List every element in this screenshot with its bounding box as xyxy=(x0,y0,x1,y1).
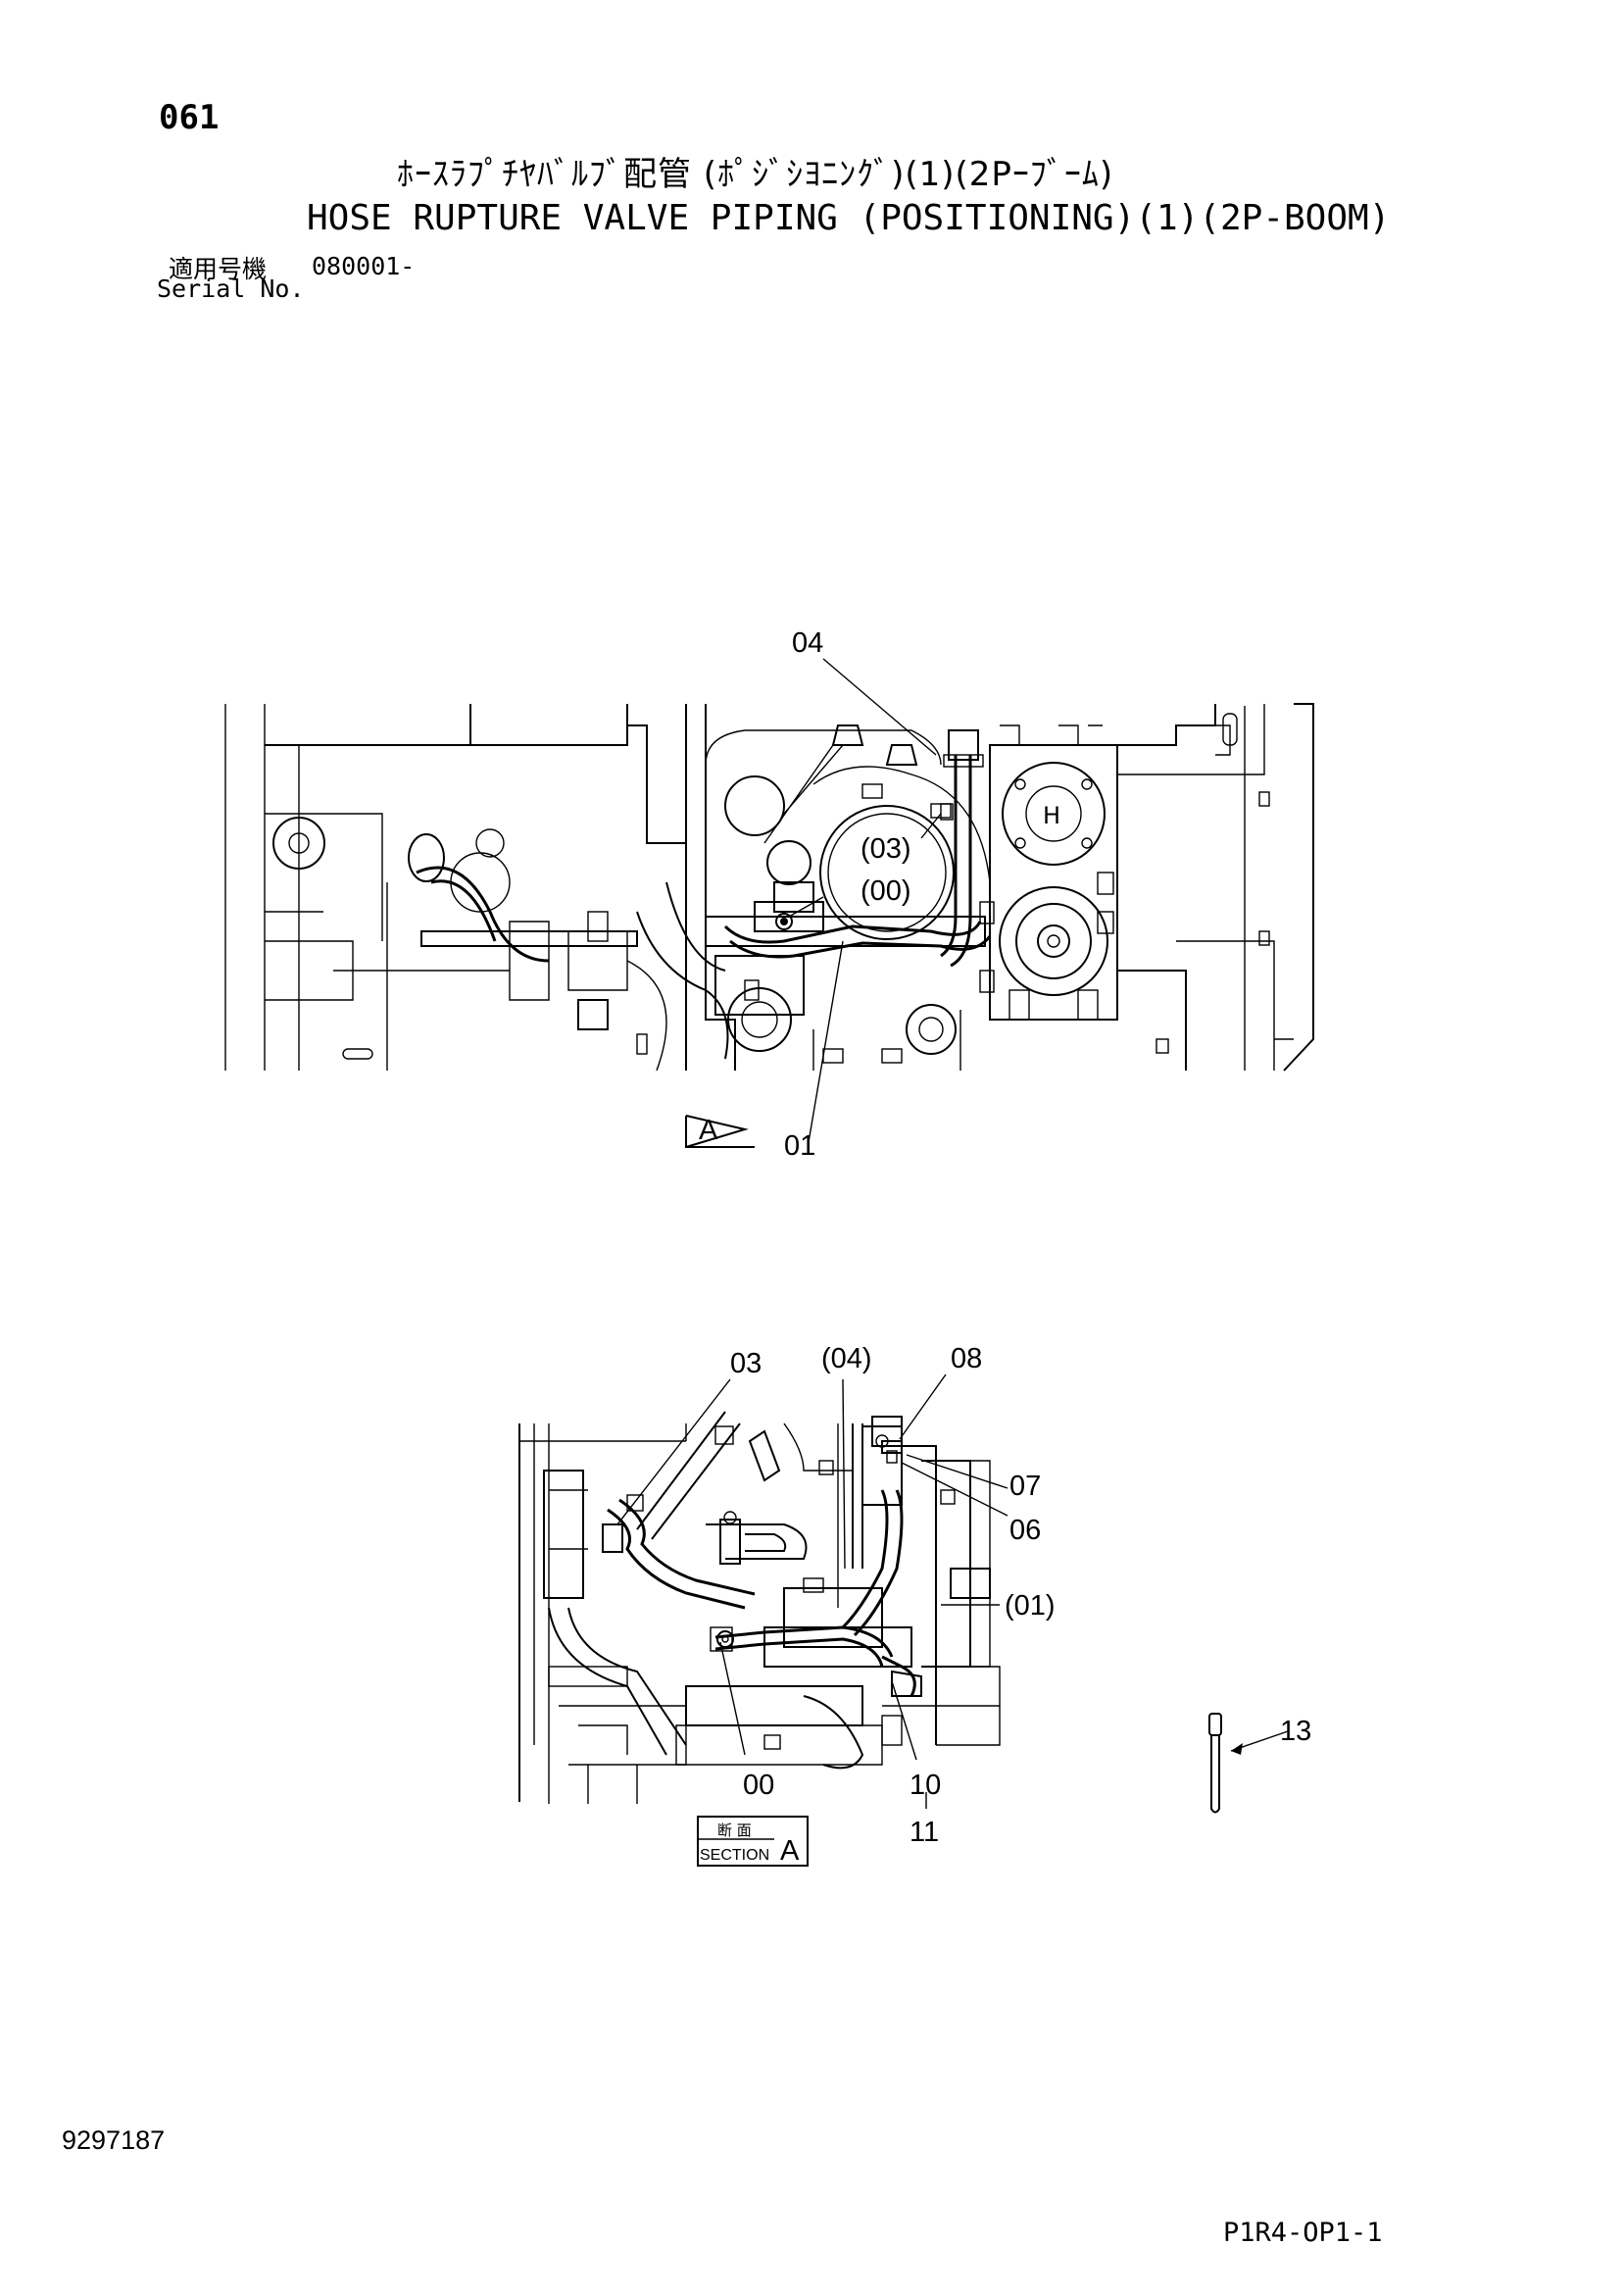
callout-section-07: 07 xyxy=(1009,1471,1041,1502)
callout-section-10: 10 xyxy=(910,1770,941,1801)
section-label-letter: A xyxy=(780,1835,800,1867)
view-direction-arrow-icon xyxy=(685,1115,755,1148)
page-title-english: HOSE RUPTURE VALVE PIPING (POSITIONING)(… xyxy=(307,198,1391,238)
section-view-drawing xyxy=(518,1411,1001,1804)
callout-top-00: (00) xyxy=(861,875,911,907)
svg-text:H: H xyxy=(1043,802,1060,829)
callout-cable-tie-13: 13 xyxy=(1280,1716,1311,1747)
section-label-japanese: 断 面 xyxy=(717,1822,752,1839)
serial-label-english: Serial No. xyxy=(157,275,305,303)
cable-tie-icon xyxy=(1208,1713,1289,1814)
section-view-leader-lines xyxy=(616,1373,1008,1809)
serial-label-japanese: 適用号機 xyxy=(169,255,268,283)
callout-section-08: 08 xyxy=(951,1343,982,1374)
callout-section-01: (01) xyxy=(1005,1590,1056,1622)
top-view-leader-lines xyxy=(788,658,942,1143)
callout-top-03: (03) xyxy=(861,833,911,865)
callout-section-06: 06 xyxy=(1009,1515,1041,1546)
page-title-japanese: ﾎｰｽﾗﾌﾟﾁﾔﾊﾞﾙﾌﾞ配管 (ﾎﾟｼﾞｼﾖﾆﾝｸﾞ)(1)(2Pｰﾌﾞｰﾑ) xyxy=(397,155,1114,194)
view-marker-letter: A xyxy=(699,1115,718,1146)
document-number: 9297187 xyxy=(62,2125,166,2155)
callout-section-03: 03 xyxy=(730,1348,762,1379)
serial-value: 080001- xyxy=(312,252,416,280)
callout-section-04: (04) xyxy=(821,1343,872,1374)
callout-section-11: 11 xyxy=(910,1817,939,1848)
callout-top-04: 04 xyxy=(792,627,823,659)
sheet-code: P1R4-OP1-1 xyxy=(1223,2218,1383,2248)
top-view-drawing: H xyxy=(224,703,1314,1072)
callout-section-00: 00 xyxy=(743,1770,774,1801)
callout-top-01: 01 xyxy=(784,1130,815,1162)
section-label-box xyxy=(697,1816,809,1867)
section-label-english: SECTION xyxy=(700,1847,769,1864)
page-number: 061 xyxy=(159,98,220,137)
